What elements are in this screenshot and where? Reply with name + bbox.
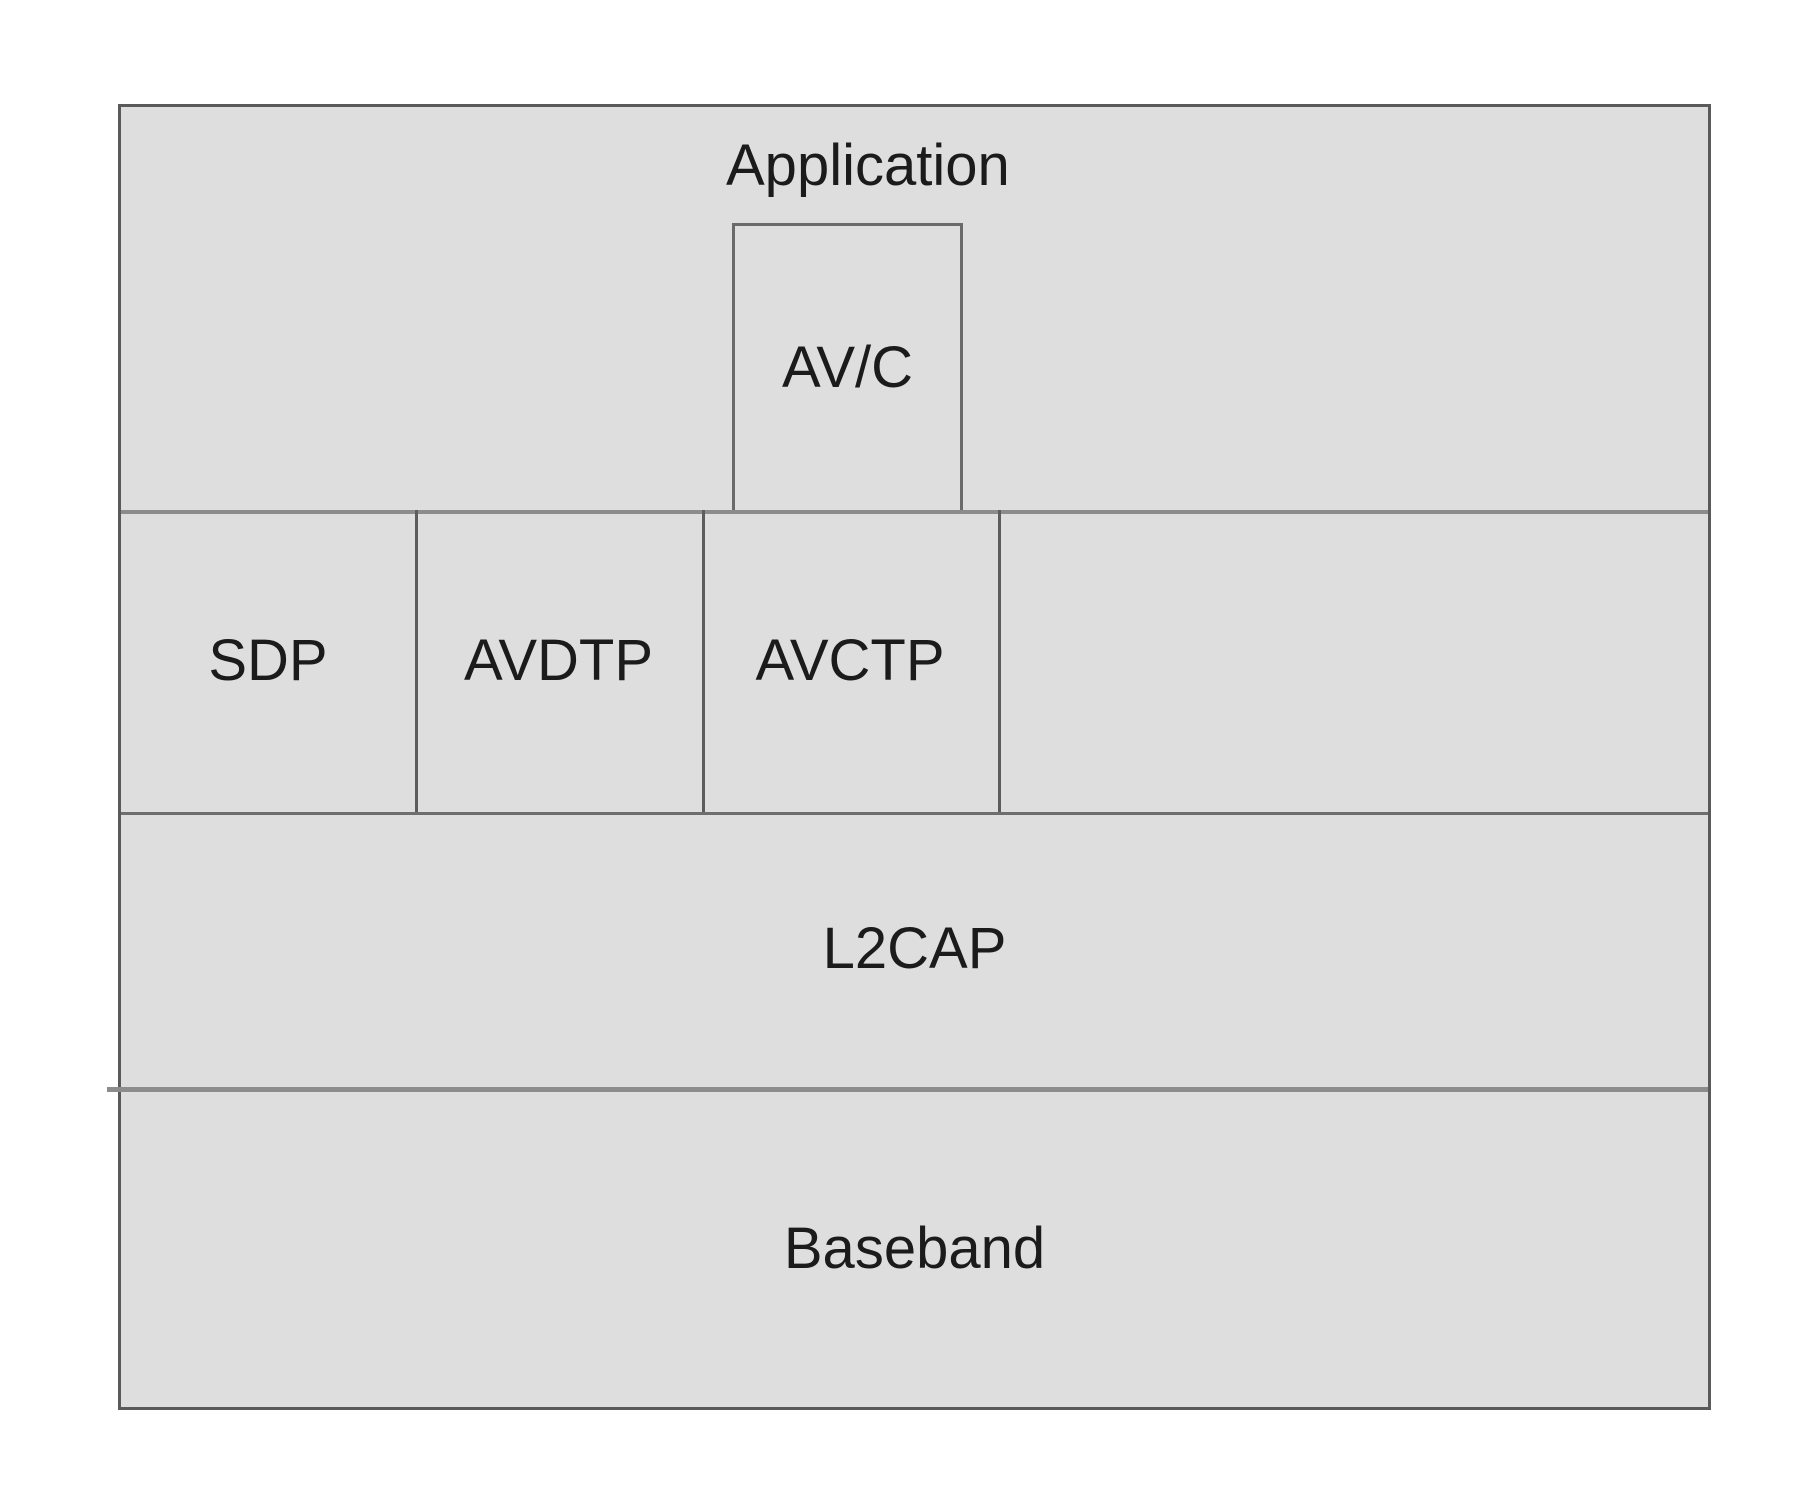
baseband-label: Baseband <box>783 1216 1046 1282</box>
row-divider-application-middle <box>121 510 1708 514</box>
avctp-box: AVCTP <box>702 510 998 812</box>
column-divider-avdtp-avctp <box>702 510 705 812</box>
baseband-layer: Baseband <box>121 1092 1708 1407</box>
sdp-label: SDP <box>208 627 328 693</box>
avdtp-label: AVDTP <box>463 627 654 693</box>
l2cap-label: L2CAP <box>822 916 1007 982</box>
column-divider-sdp-avdtp <box>415 510 418 812</box>
row-divider-middle-l2cap <box>121 812 1708 815</box>
avctp-label: AVCTP <box>755 627 945 693</box>
avdtp-box: AVDTP <box>415 510 702 812</box>
column-divider-avctp-right <box>998 510 1001 812</box>
bluetooth-stack-diagram: Application AV/C SDP AVDTP AVCTP L2CAP <box>107 104 1711 1410</box>
l2cap-layer: L2CAP <box>121 812 1708 1087</box>
application-layer-label: Application <box>726 133 1010 198</box>
avc-label: AV/C <box>781 334 914 400</box>
avc-box: AV/C <box>732 223 963 510</box>
row-divider-l2cap-baseband <box>107 1087 1708 1092</box>
sdp-box: SDP <box>121 510 415 812</box>
